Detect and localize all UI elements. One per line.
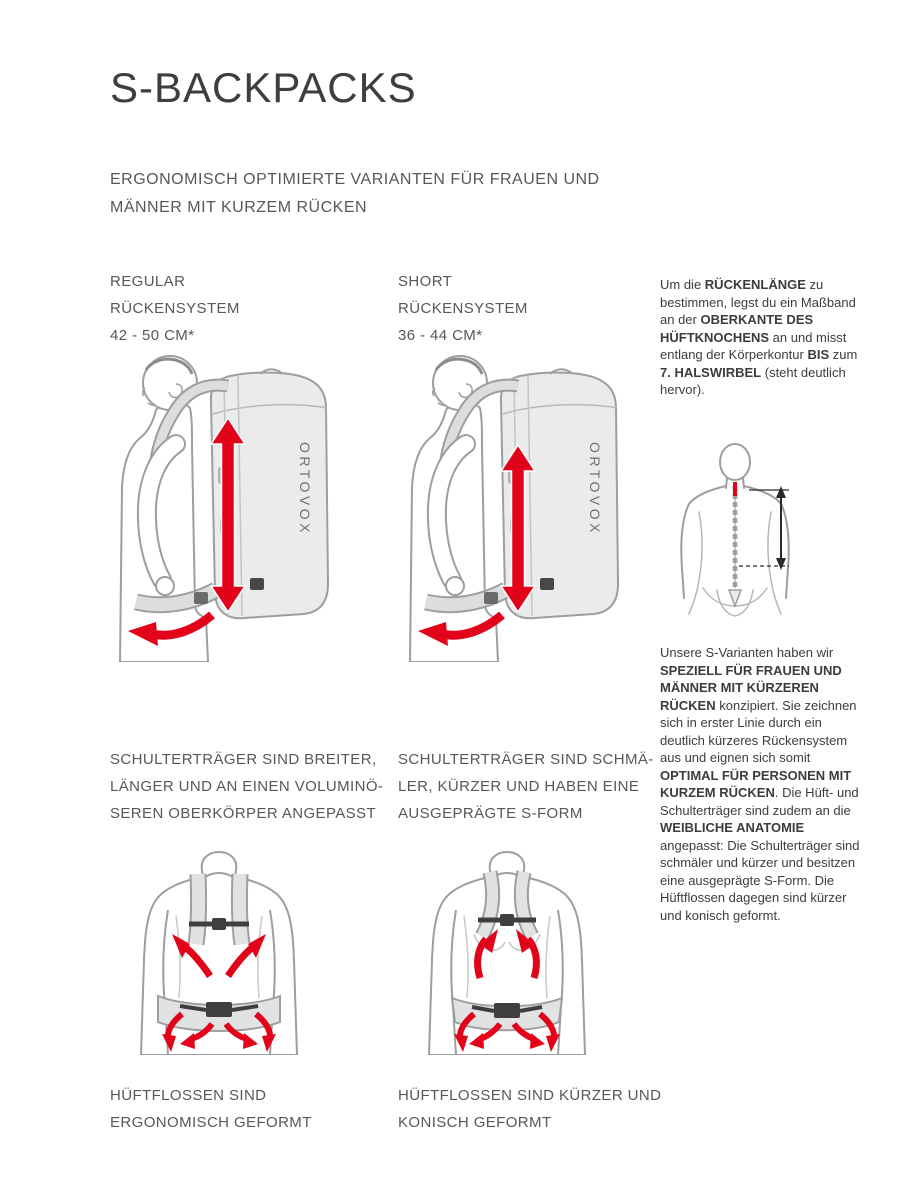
chest-strap bbox=[478, 914, 536, 926]
anatomy-head bbox=[719, 443, 751, 481]
hip-belt bbox=[134, 582, 221, 614]
chest-strap bbox=[189, 918, 249, 930]
sidebar-variants-text: Unsere S-Varianten haben wir SPEZIELL FÜ… bbox=[660, 645, 860, 923]
person-hair bbox=[144, 357, 194, 375]
figure-side-short: ORTOVOX bbox=[409, 355, 620, 662]
regular-shoulder-caption: SCHULTERTRÄGER SIND BREITER,LÄNGER UND A… bbox=[110, 751, 384, 822]
back-length-arrow bbox=[209, 416, 247, 614]
person-face-lines bbox=[431, 387, 447, 406]
shoulder-straps bbox=[187, 873, 251, 946]
hip-belt bbox=[424, 582, 511, 614]
back-length-arrow bbox=[499, 443, 537, 614]
shoulder-straps bbox=[475, 870, 539, 940]
person-face-lines bbox=[141, 387, 157, 406]
hip-swing-arrow bbox=[418, 611, 505, 646]
brand-text: ORTOVOX bbox=[297, 442, 313, 536]
short-shoulder-caption: SCHULTERTRÄGER SIND SCHMÄ-LER, KÜRZER UN… bbox=[398, 751, 654, 822]
page-subtitle: ERGONOMISCH OPTIMIERTE VARIANTEN FÜR FRA… bbox=[110, 171, 600, 216]
figure-back-measurement bbox=[680, 443, 790, 617]
hip-belt bbox=[450, 996, 564, 1032]
brand-text: ORTOVOX bbox=[587, 442, 603, 536]
sidebar-measure-text: Um die RÜCKENLÄNGE zu bestimmen, legst d… bbox=[660, 277, 858, 397]
person-hair bbox=[434, 357, 484, 375]
page-title: S-BACKPACKS bbox=[110, 64, 417, 111]
spine bbox=[727, 486, 743, 609]
figure-torso-regular bbox=[140, 851, 298, 1055]
person-arm bbox=[426, 434, 476, 596]
measure-arrow bbox=[739, 486, 789, 570]
hip-swing-arrow bbox=[128, 611, 215, 646]
hip-belt bbox=[157, 994, 281, 1032]
strap-arrows bbox=[182, 944, 256, 978]
figure-side-regular: ORTOVOX bbox=[119, 355, 330, 662]
person-arm bbox=[136, 434, 186, 596]
figure-torso-short bbox=[428, 851, 586, 1055]
